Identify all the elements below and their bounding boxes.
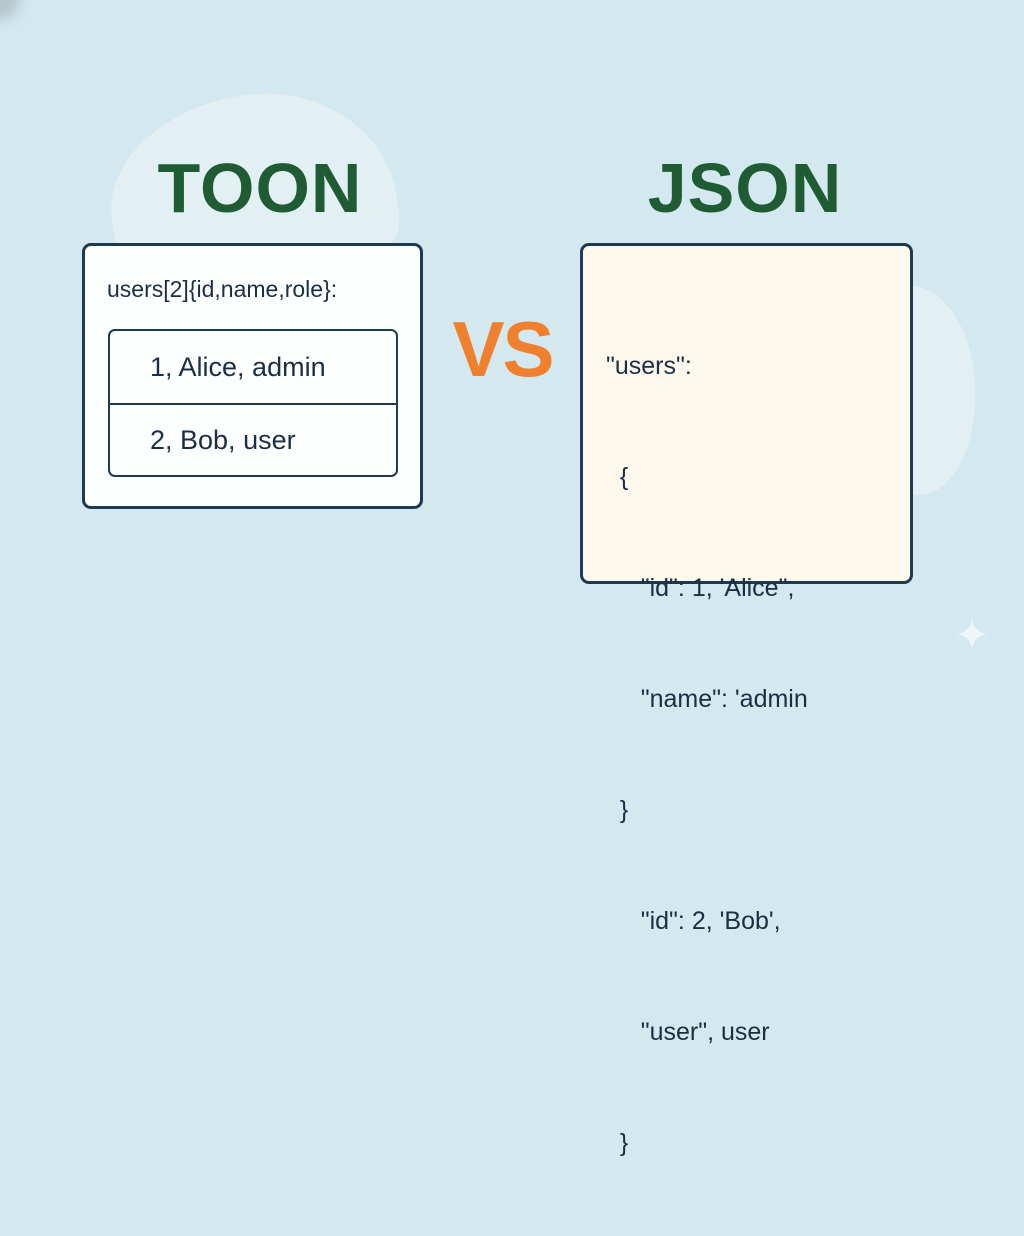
json-line: } bbox=[606, 1129, 629, 1157]
json-line: "id": 2, 'Bob', bbox=[606, 907, 781, 935]
toon-header: users[2]{id,name,role}: bbox=[107, 276, 338, 302]
json-line: "name": 'admin bbox=[606, 685, 808, 713]
toon-table: 1, Alice, admin 2, Bob, user bbox=[108, 329, 398, 477]
json-card: "users": { "id": 1, 'Alice", "name": 'ad… bbox=[580, 243, 913, 1157]
sparkle-icon bbox=[957, 619, 987, 649]
json-line: "user", user bbox=[606, 1018, 770, 1046]
vs-label: VS bbox=[452, 305, 554, 393]
toon-row: 2, Bob, user bbox=[110, 403, 396, 475]
json-line: "id": 1, 'Alice", bbox=[606, 574, 795, 602]
json-title: JSON bbox=[647, 149, 843, 227]
json-code: "users": { "id": 1, 'Alice", "name": 'ad… bbox=[606, 274, 808, 1236]
json-line: } bbox=[606, 796, 629, 824]
corner-shadow bbox=[0, 0, 20, 20]
json-line: "users": bbox=[606, 352, 692, 380]
json-line: { bbox=[606, 463, 629, 491]
toon-row: 1, Alice, admin bbox=[150, 351, 326, 382]
toon-card: users[2]{id,name,role}: 1, Alice, admin … bbox=[82, 243, 423, 509]
toon-title: TOON bbox=[157, 149, 363, 227]
